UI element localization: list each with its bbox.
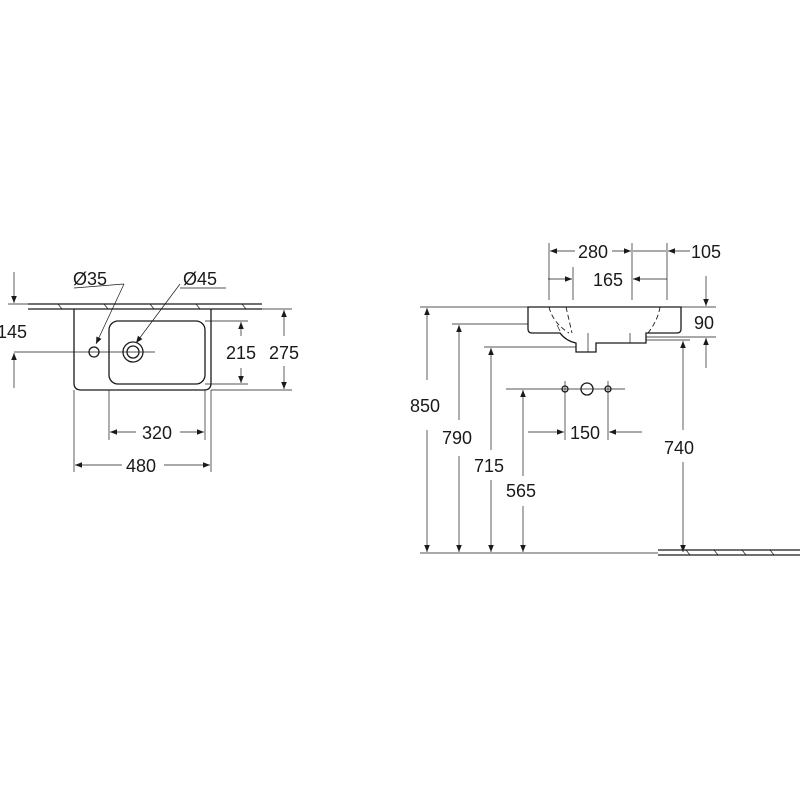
label-diameter-35: Ø35 xyxy=(73,269,107,289)
label-dim-280: 280 xyxy=(578,242,608,262)
label-dim-320: 320 xyxy=(142,423,172,443)
wall-strip-top-view xyxy=(28,303,262,310)
label-dim-480: 480 xyxy=(126,456,156,476)
label-diameter-45: Ø45 xyxy=(183,269,217,289)
top-view: Ø35 Ø45 145 215 275 320 480 xyxy=(0,269,299,476)
label-dim-850: 850 xyxy=(410,396,440,416)
basin-outline-top xyxy=(73,309,212,391)
label-dim-715: 715 xyxy=(474,456,504,476)
floor-line xyxy=(420,549,800,556)
label-dim-790: 790 xyxy=(442,428,472,448)
side-view: 280 105 165 90 150 850 790 xyxy=(410,242,800,556)
mounting-holes xyxy=(506,381,625,440)
bowl-outline-top xyxy=(108,320,206,385)
label-dim-215: 215 xyxy=(226,343,256,363)
label-dim-90: 90 xyxy=(694,313,714,333)
label-dim-165: 165 xyxy=(593,270,623,290)
label-dim-740: 740 xyxy=(664,438,694,458)
label-dim-145: 145 xyxy=(0,322,27,342)
label-dim-105: 105 xyxy=(691,242,721,262)
label-dim-275: 275 xyxy=(269,343,299,363)
basin-profile-side xyxy=(527,306,682,353)
label-dim-150: 150 xyxy=(570,423,600,443)
label-dim-565: 565 xyxy=(506,481,536,501)
